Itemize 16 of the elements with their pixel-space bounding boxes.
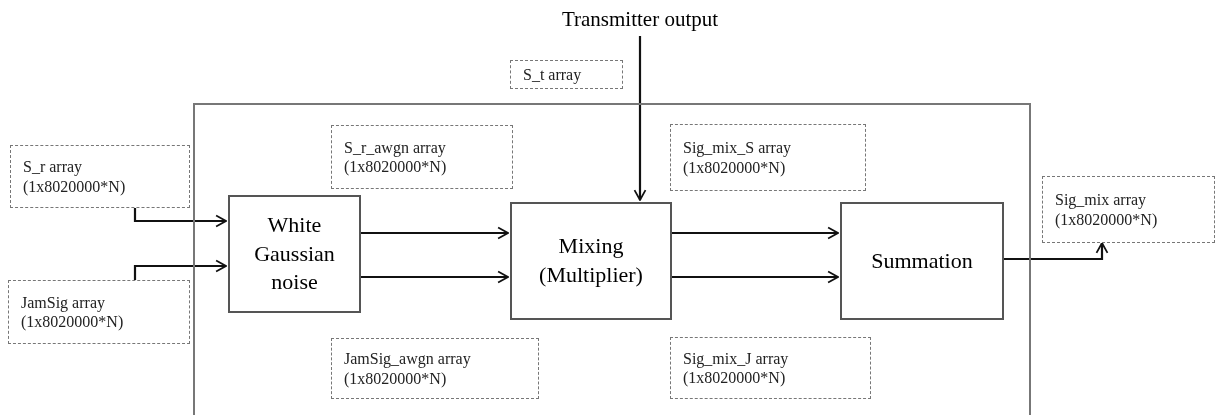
- dashed-label-box: S_t array: [510, 60, 623, 89]
- dashed-label-box: JamSig_awgn array (1x8020000*N): [331, 338, 539, 399]
- dashed-label-box: S_r_awgn array (1x8020000*N): [331, 125, 513, 189]
- process-box: Summation: [840, 202, 1004, 320]
- dashed-label-box: S_r array (1x8020000*N): [10, 145, 190, 208]
- dashed-label-box: Sig_mix_S array (1x8020000*N): [670, 124, 866, 191]
- process-box: Mixing (Multiplier): [510, 202, 672, 320]
- text-label: Transmitter output: [535, 4, 745, 36]
- dashed-label-box: Sig_mix array (1x8020000*N): [1042, 176, 1215, 243]
- arrow: [133, 208, 227, 228]
- process-box: White Gaussian noise: [228, 195, 361, 313]
- dashed-label-box: Sig_mix_J array (1x8020000*N): [670, 337, 871, 399]
- system-panel: [193, 103, 1031, 415]
- dashed-label-box: JamSig array (1x8020000*N): [8, 280, 190, 344]
- arrow: [633, 36, 647, 201]
- arrow: [133, 259, 227, 280]
